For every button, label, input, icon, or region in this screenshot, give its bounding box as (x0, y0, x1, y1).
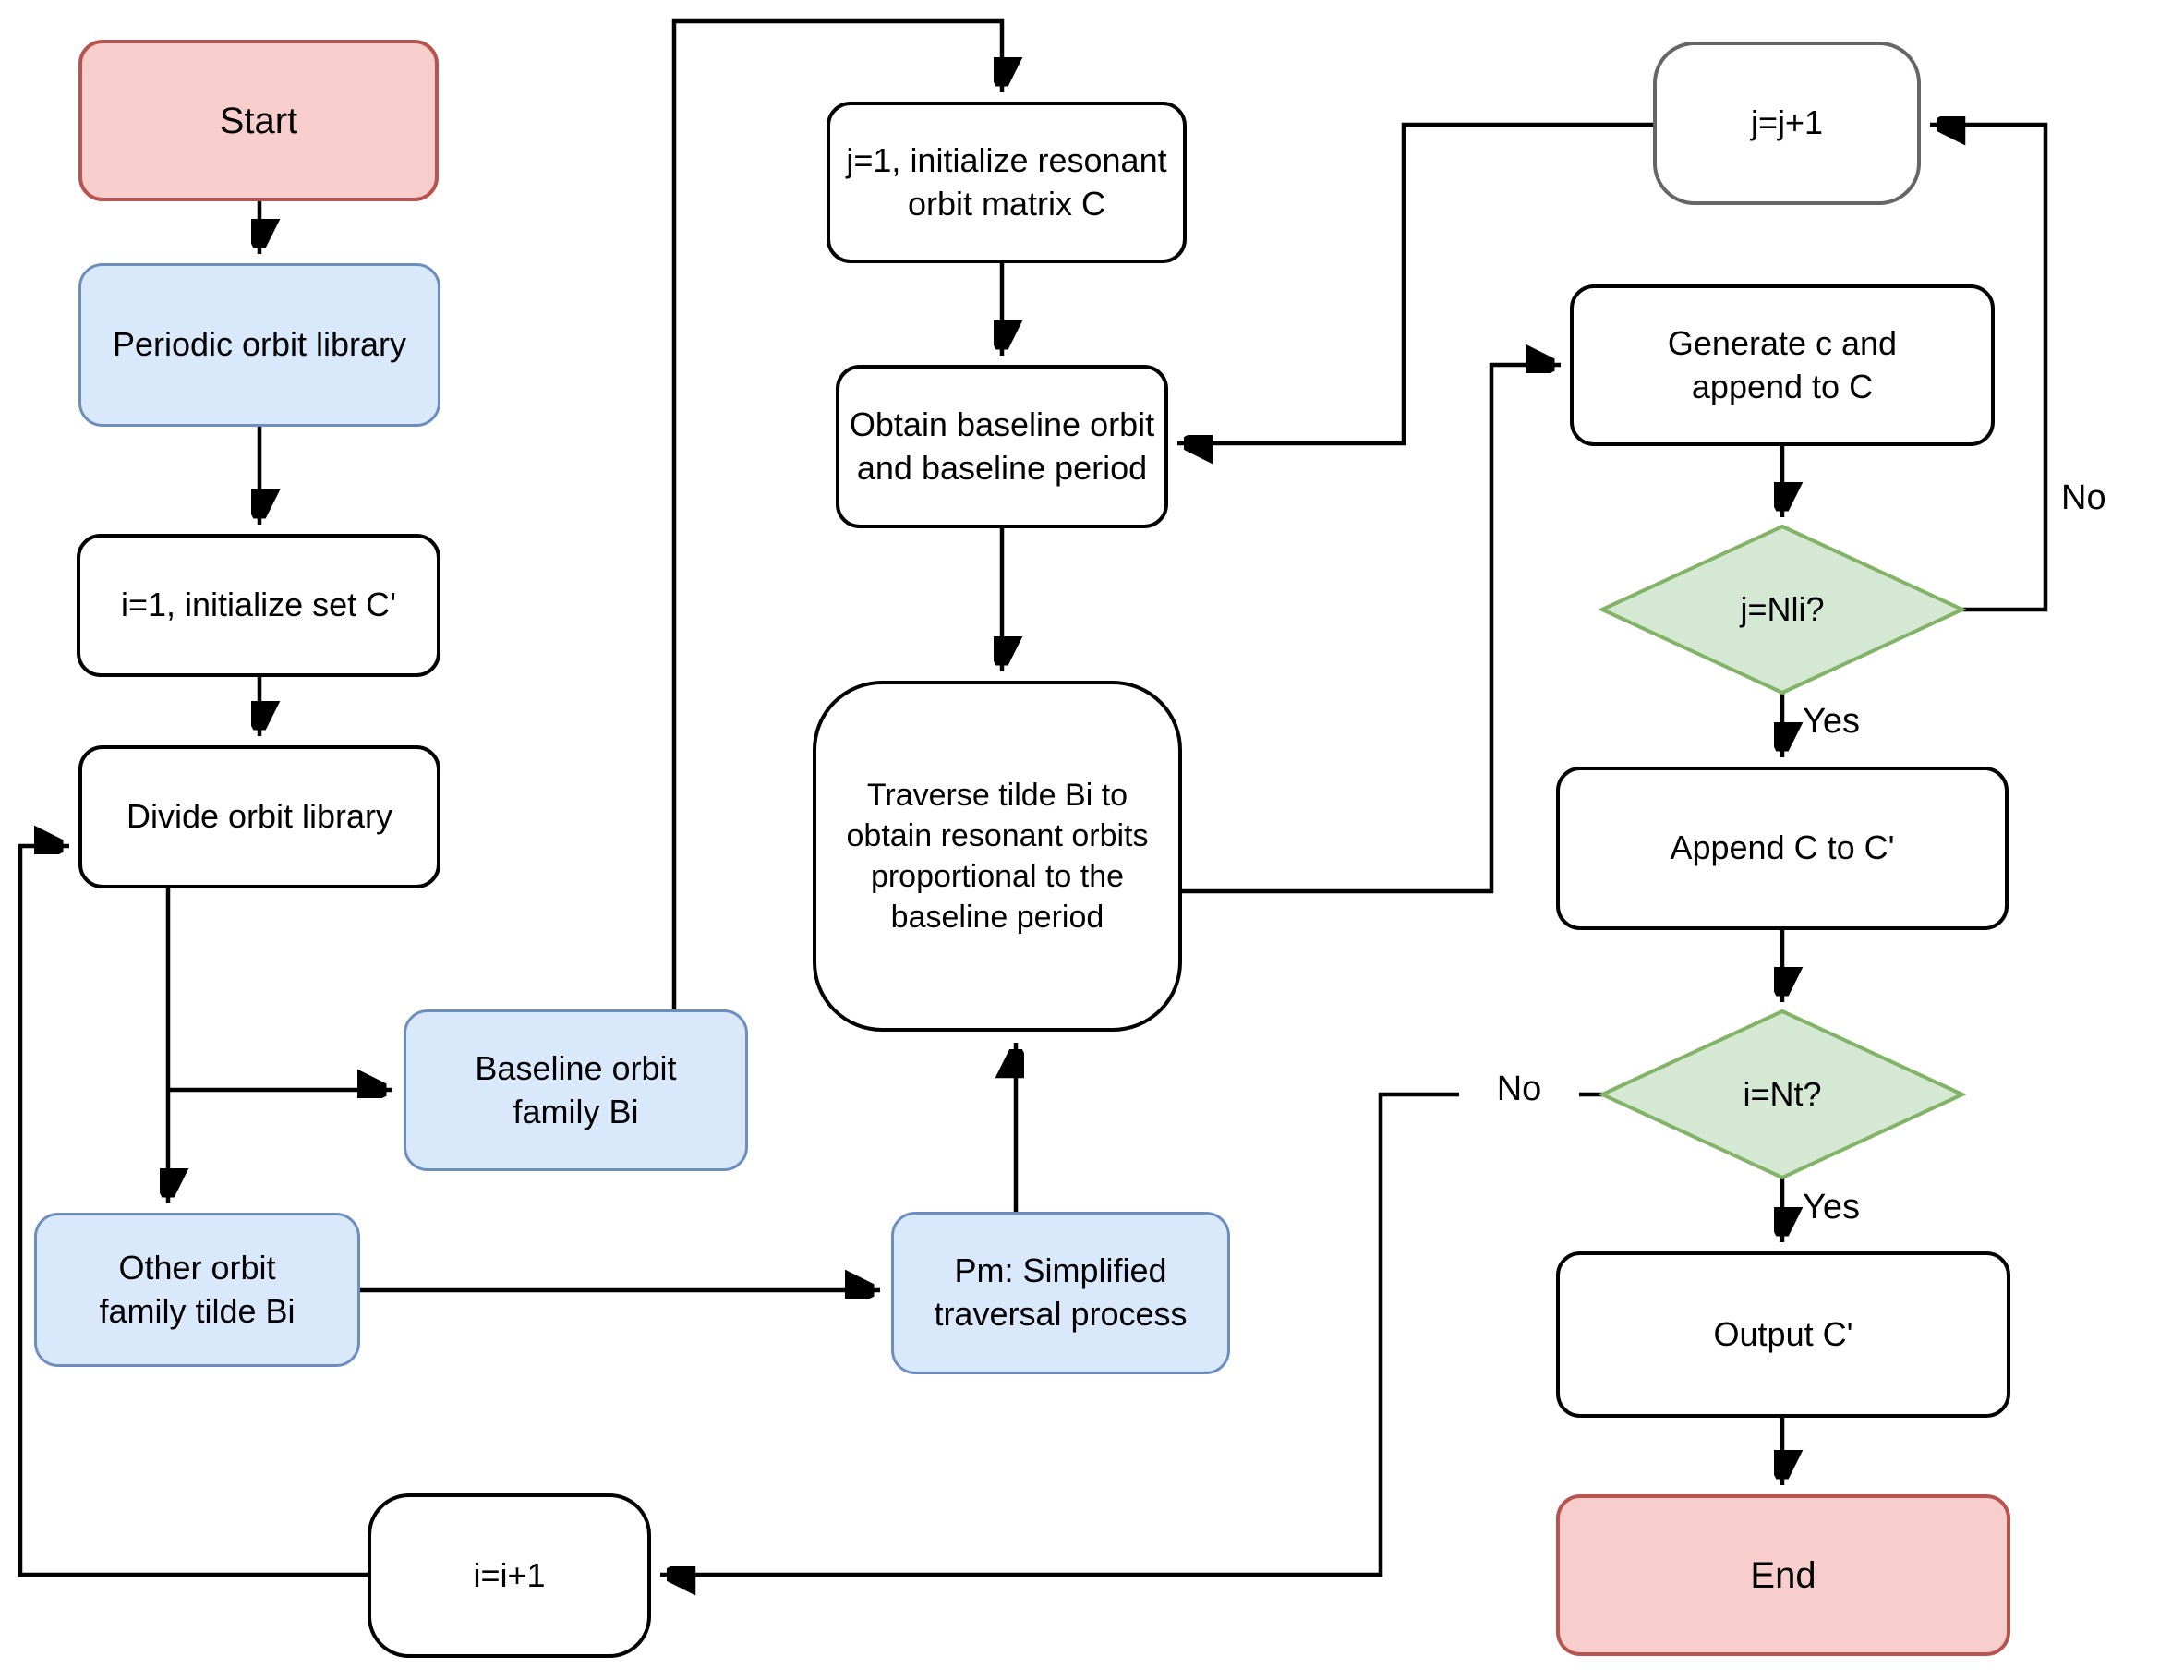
edge-label-check-i-no: No (1459, 1070, 1579, 1109)
label-check-j: j=Nli? (1740, 590, 1825, 628)
node-start: Start (78, 40, 439, 201)
node-end: End (1556, 1494, 2010, 1656)
diamond-check-i (1598, 1009, 1967, 1180)
node-init-set: i=1, initialize set C' (77, 534, 440, 677)
node-output-c: Output C' (1556, 1251, 2010, 1418)
edge-baseline-family-to-init-matrix (671, 18, 1002, 1009)
node-traverse-tilde-bi: Traverse tilde Bi to obtain resonant orb… (813, 681, 1182, 1032)
node-generate-c: Generate c and append to C (1570, 284, 1995, 446)
node-init-resonant-matrix: j=1, initialize resonant orbit matrix C (827, 102, 1187, 263)
node-append-c: Append C to C' (1556, 767, 2009, 930)
edge-label-check-j-no: No (2061, 478, 2106, 517)
node-divide-orbit-library: Divide orbit library (78, 745, 440, 888)
edge-label-check-i-yes: Yes (1803, 1188, 1860, 1227)
node-baseline-orbit-family: Baseline orbit family Bi (404, 1009, 748, 1171)
edge-j-increment-to-obtain (1177, 122, 1653, 443)
node-other-orbit-family: Other orbit family tilde Bi (34, 1213, 360, 1367)
node-periodic-orbit-library: Periodic orbit library (78, 263, 440, 427)
edge-label-check-j-yes: Yes (1803, 702, 1860, 741)
node-obtain-baseline: Obtain baseline orbit and baseline perio… (836, 365, 1168, 528)
edge-check-j-no-to-j-increment (1930, 125, 2048, 612)
diamond-check-j (1598, 524, 1967, 695)
edge-i-increment-to-divide (18, 846, 368, 1577)
node-i-increment: i=i+1 (368, 1493, 651, 1658)
node-j-increment: j=j+1 (1653, 42, 1921, 205)
edge-traverse-to-generate (1182, 365, 1561, 894)
node-pm-simplified-traversal: Pm: Simplified traversal process (891, 1212, 1230, 1374)
label-check-i: i=Nt? (1743, 1075, 1822, 1113)
